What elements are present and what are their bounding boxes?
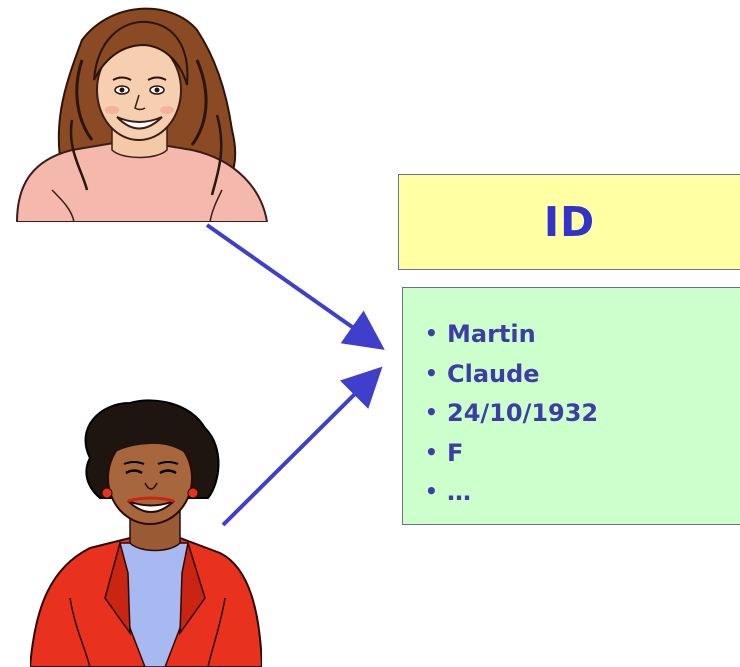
arrow-from-girl — [205, 223, 385, 350]
id-field-first-name: Claude — [447, 359, 540, 388]
id-field-sex: F — [447, 438, 464, 467]
id-header-box: ID — [398, 174, 740, 270]
woman-portrait-icon — [30, 399, 262, 667]
id-title: ID — [543, 198, 596, 246]
bullet-icon: • — [425, 479, 438, 503]
list-item: • Claude — [425, 354, 740, 394]
list-item: • Martin — [425, 314, 740, 354]
id-field-birth-date: 24/10/1932 — [447, 399, 599, 427]
bullet-icon: • — [425, 360, 438, 385]
id-details-list: •Martin •Claude •24/10/1932 •F •… — [425, 314, 740, 512]
list-item: •… — [425, 472, 740, 512]
list-item: • 24/10/1932 — [425, 393, 740, 433]
girl-portrait-icon — [15, 7, 269, 222]
id-field-last-name: Martin — [447, 320, 536, 348]
list-item: •F — [425, 433, 740, 473]
bullet-icon: • — [425, 439, 438, 464]
id-field-more: … — [447, 478, 471, 506]
bullet-icon: • — [425, 321, 438, 345]
bullet-icon: • — [425, 400, 438, 424]
id-details-box: •Martin •Claude •24/10/1932 •F •… — [402, 287, 740, 525]
